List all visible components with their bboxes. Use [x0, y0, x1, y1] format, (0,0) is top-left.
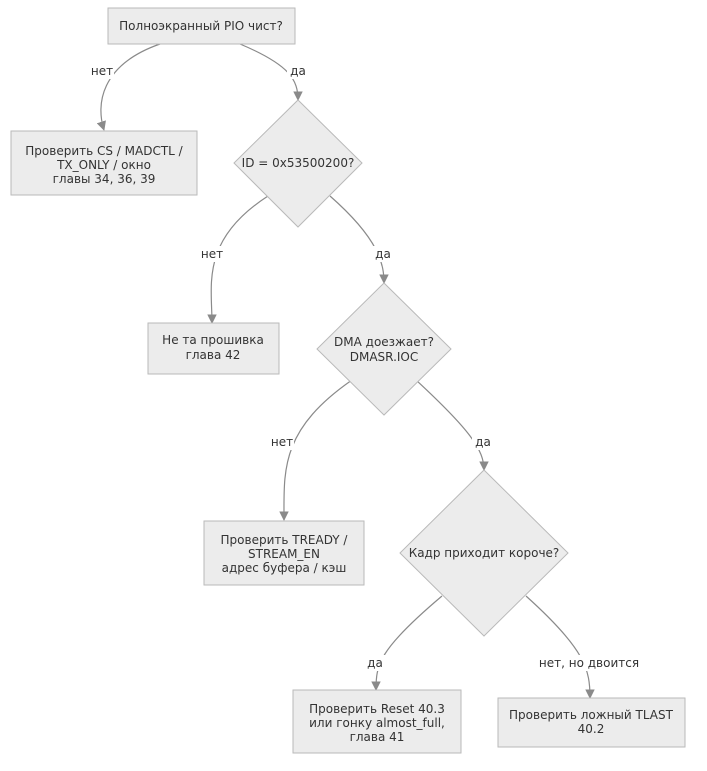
edge-label-frame-yes: да: [364, 655, 386, 671]
node-wrong-firmware: Не та прошивка глава 42: [147, 322, 280, 375]
svg-text:Полноэкранный PIO чист?: Полноэкранный PIO чист?: [119, 19, 283, 33]
edge-label-pio-yes: да: [287, 63, 309, 79]
svg-text:DMA доезжает?: DMA доезжает?: [334, 335, 434, 349]
node-check-cs: Проверить CS / MADCTL / TX_ONLY / окно г…: [10, 130, 198, 196]
edge-dma-yes: [415, 379, 489, 471]
svg-text:да: да: [290, 64, 306, 78]
svg-text:40.2: 40.2: [578, 722, 605, 736]
svg-text:главы 34, 36, 39: главы 34, 36, 39: [53, 172, 156, 186]
svg-text:нет, но двоится: нет, но двоится: [539, 656, 639, 670]
node-id-check: ID = 0x53500200?: [233, 99, 363, 228]
node-check-tready: Проверить TREADY / STREAM_EN адрес буфер…: [203, 520, 365, 586]
node-check-tlast: Проверить ложный TLAST 40.2: [497, 697, 686, 748]
edge-label-pio-no: нет: [90, 63, 114, 79]
svg-text:ID = 0x53500200?: ID = 0x53500200?: [242, 156, 355, 170]
svg-text:STREAM_EN: STREAM_EN: [248, 547, 320, 561]
node-pio-clean: Полноэкранный PIO чист?: [107, 7, 296, 45]
edge-label-id-no: нет: [200, 246, 224, 262]
edge-frame-no-dup: [525, 595, 595, 699]
edge-label-id-yes: да: [372, 246, 394, 262]
svg-text:Проверить TREADY /: Проверить TREADY /: [221, 533, 349, 547]
svg-text:нет: нет: [271, 435, 293, 449]
node-dma-done: DMA доезжает? DMASR.IOC: [316, 282, 452, 416]
svg-text:TX_ONLY / окно: TX_ONLY / окно: [56, 158, 151, 172]
edge-dma-no: [279, 379, 353, 521]
svg-text:адрес буфера / кэш: адрес буфера / кэш: [222, 561, 347, 575]
svg-text:глава 41: глава 41: [350, 730, 405, 744]
node-check-reset: Проверить Reset 40.3 или гонку almost_fu…: [292, 689, 462, 754]
node-frame-short: Кадр приходит короче?: [399, 469, 569, 637]
edge-pio-no: [96, 43, 161, 131]
svg-text:Проверить CS / MADCTL /: Проверить CS / MADCTL /: [25, 144, 183, 158]
svg-text:DMASR.IOC: DMASR.IOC: [350, 350, 419, 364]
svg-text:да: да: [475, 435, 491, 449]
svg-text:глава 42: глава 42: [186, 348, 241, 362]
edge-label-dma-yes: да: [472, 434, 494, 450]
edge-label-dma-no: нет: [270, 434, 294, 450]
svg-text:Проверить Reset 40.3: Проверить Reset 40.3: [309, 702, 445, 716]
svg-text:да: да: [367, 656, 383, 670]
svg-text:нет: нет: [201, 247, 223, 261]
svg-text:Кадр приходит короче?: Кадр приходит короче?: [409, 546, 560, 560]
svg-text:Не та прошивка: Не та прошивка: [162, 333, 264, 347]
svg-text:или гонку almost_full,: или гонку almost_full,: [309, 716, 445, 730]
svg-text:да: да: [375, 247, 391, 261]
edge-id-yes: [329, 195, 389, 284]
svg-text:нет: нет: [91, 64, 113, 78]
edge-frame-yes: [371, 595, 443, 691]
svg-text:Проверить ложный TLAST: Проверить ложный TLAST: [509, 708, 674, 722]
edge-label-frame-no-dup: нет, но двоится: [539, 655, 639, 671]
